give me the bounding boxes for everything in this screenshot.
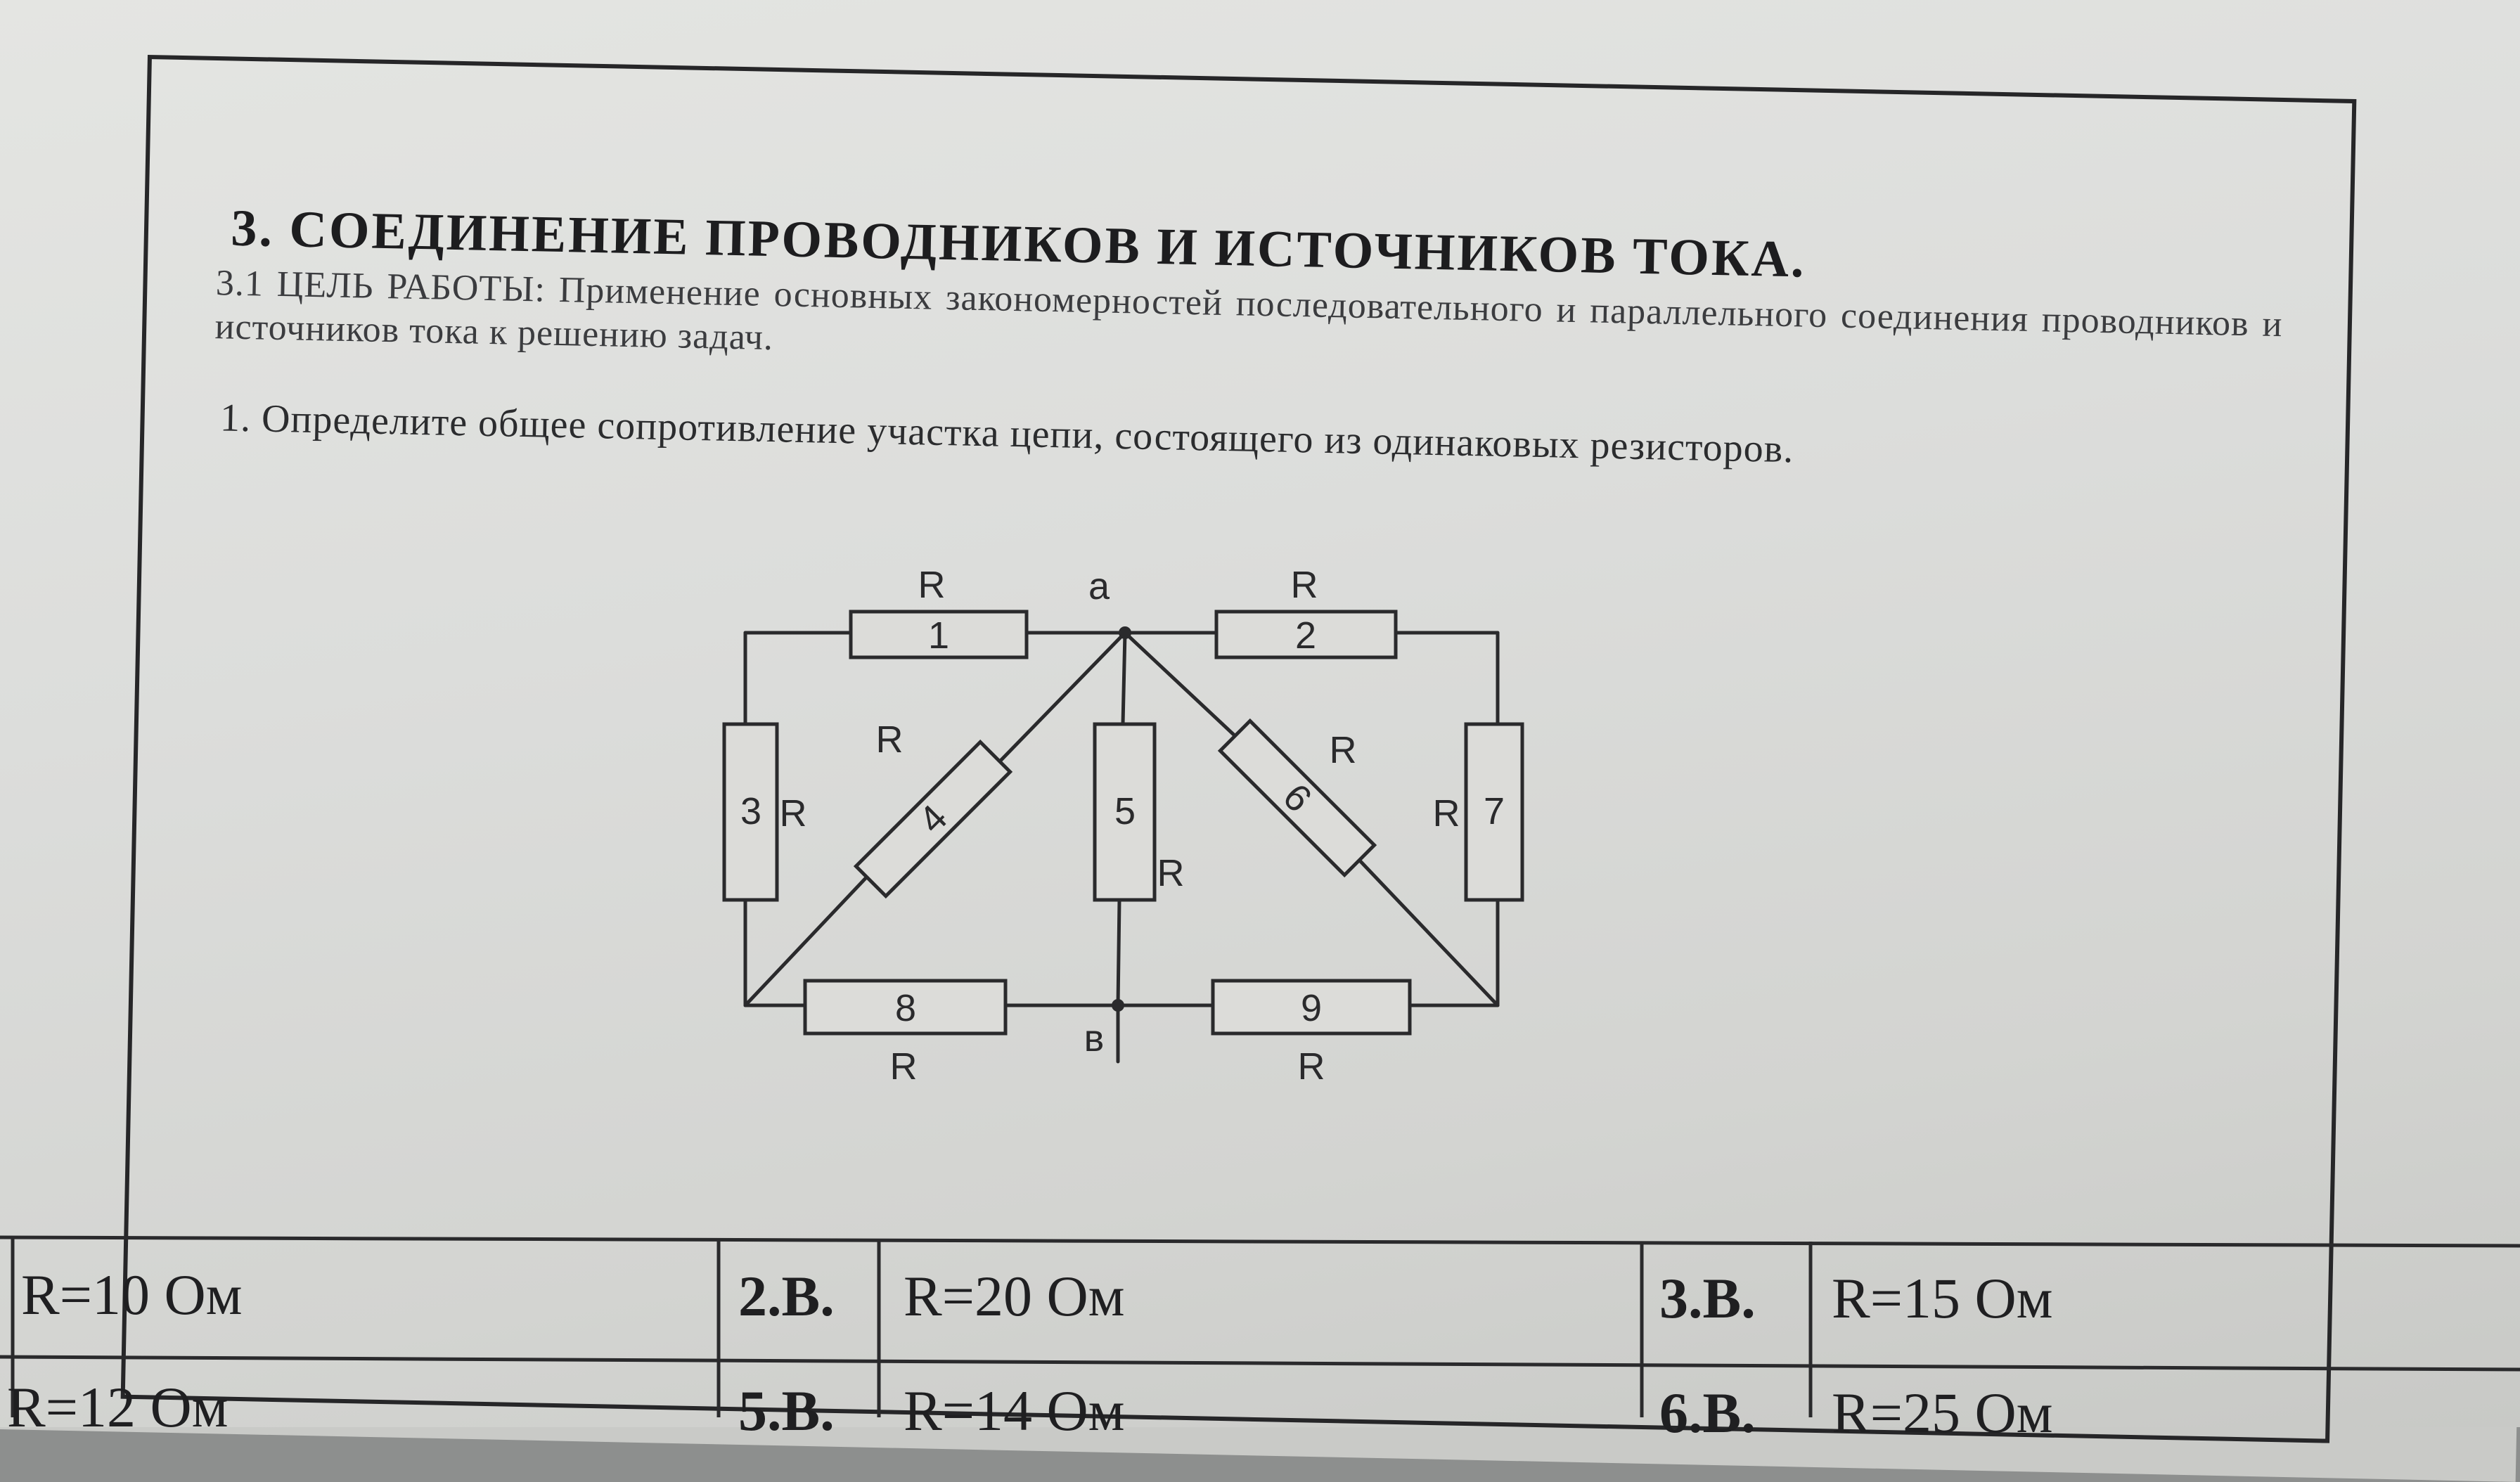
wire-diag-left-top: [996, 631, 1127, 765]
resistor-2: [1214, 610, 1398, 659]
paper-sheet: [0, 0, 2520, 1427]
answer-table: [0, 1235, 2520, 1417]
node-a-dot: [1119, 626, 1131, 639]
resistor-7-number: 7: [1484, 790, 1505, 832]
cell-r1-value-3: R=15 Ом: [1832, 1266, 2053, 1330]
cell-r1-variant-2: 2.В.: [738, 1264, 835, 1328]
label-r8: R: [890, 1045, 918, 1088]
wire-diag-right-top: [1123, 631, 1240, 740]
label-r7: R: [1433, 792, 1460, 835]
label-r5: R: [1157, 852, 1185, 894]
resistor-9: [1211, 979, 1412, 1036]
cell-r2-variant-6: 6.В.: [1659, 1381, 1756, 1445]
resistor-1-number: 1: [928, 614, 949, 657]
wire-diag-right-bottom: [1355, 856, 1500, 1007]
label-r2: R: [1291, 564, 1318, 606]
cell-r2-value-3: R=25 Ом: [1832, 1381, 2053, 1445]
node-a-label: a: [1088, 565, 1110, 607]
label-r6: R: [1330, 729, 1357, 771]
table-middle-line: [0, 1355, 2520, 1372]
label-r4: R: [876, 719, 904, 761]
cell-r1-value-2: R=20 Ом: [904, 1264, 1125, 1328]
resistor-3: [722, 722, 779, 902]
resistor-1: [849, 610, 1029, 659]
cell-r1-value-1: R=10 Ом: [21, 1263, 243, 1327]
label-r1: R: [918, 564, 946, 606]
cell-r2-variant-5: 5.В.: [738, 1379, 835, 1443]
wire-center-bottom: [1116, 898, 1121, 1007]
resistor-6: [1217, 718, 1377, 878]
resistor-4: [853, 739, 1013, 899]
resistor-8: [803, 979, 1008, 1036]
label-r3: R: [780, 792, 807, 835]
resistor-7: [1464, 722, 1524, 902]
node-b-dot: [1112, 999, 1124, 1012]
resistor-2-number: 2: [1295, 614, 1316, 657]
wire-diag-left-bottom: [743, 873, 870, 1007]
circuit-diagram: 1 2 3 4 5 6 7 8 9 R R R R R R R R R a в: [722, 564, 1524, 1088]
resistor-8-number: 8: [895, 987, 916, 1029]
resistor-3-number: 3: [740, 790, 761, 832]
label-r9: R: [1298, 1045, 1325, 1088]
resistor-9-number: 9: [1301, 987, 1322, 1029]
resistor-5: [1093, 722, 1157, 902]
cell-r1-variant-3: 3.В.: [1659, 1266, 1756, 1330]
table-top-line: [0, 1235, 2520, 1248]
cell-r2-value-2: R=14 Ом: [904, 1379, 1125, 1443]
wire-center-top: [1121, 631, 1127, 726]
node-b-label: в: [1084, 1017, 1105, 1059]
resistor-5-number: 5: [1114, 790, 1136, 832]
cell-r2-value-1: R=12 Ом: [7, 1375, 229, 1439]
